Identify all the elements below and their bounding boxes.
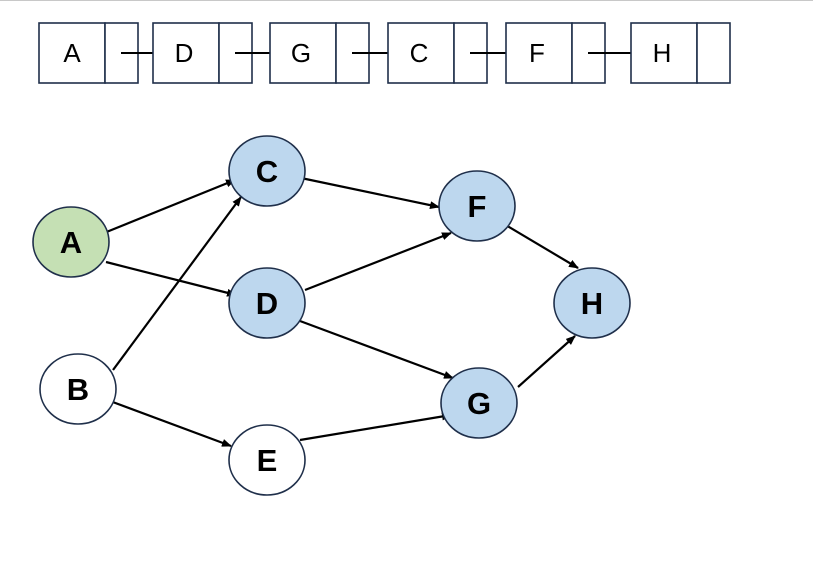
graph-node-label: H [581, 286, 603, 321]
list-node-label: D [175, 38, 194, 68]
edge-c-f [300, 176, 440, 210]
list-node-f: F [505, 22, 606, 84]
graph-node-label: F [468, 189, 487, 224]
list-node-pointer-cell [696, 22, 731, 84]
list-node-label: G [291, 38, 311, 68]
graph-node-circle [553, 267, 631, 339]
list-node-label: A [63, 38, 81, 68]
graph-node-circle [440, 367, 518, 439]
graph-node-label: C [256, 154, 278, 189]
edge-e-g [299, 412, 452, 442]
graph-node-circle [438, 170, 516, 242]
list-node-data-cell [630, 22, 698, 84]
graph-node-f: F [438, 170, 516, 242]
list-node-label: H [653, 38, 672, 68]
graph-node-circle [228, 424, 306, 496]
graph-node-d: D [228, 267, 306, 339]
edge-b-c [112, 196, 242, 371]
graph-node-c: C [228, 135, 306, 207]
graph-node-circle [39, 353, 117, 425]
list-node-data-cell [38, 22, 106, 84]
list-node-data-cell [505, 22, 573, 84]
edge-d-g [299, 319, 454, 380]
edge-b-e [109, 399, 232, 448]
graph-node-circle [228, 135, 306, 207]
edge-a-d [105, 260, 237, 297]
graph-node-label: E [257, 443, 278, 478]
graph-node-label: B [67, 372, 89, 407]
edge-g-h [517, 335, 576, 388]
graph-node-b: B [39, 353, 117, 425]
edge-a-c [103, 178, 236, 235]
graph-node-h: H [553, 267, 631, 339]
graph-node-g: G [440, 367, 518, 439]
graph-nodes: A B C D E F G H [32, 135, 631, 496]
graph-node-e: E [228, 424, 306, 496]
graph-node-label: A [60, 225, 82, 260]
graph-node-circle [228, 267, 306, 339]
graph-node-a: A [32, 206, 110, 278]
top-rule [0, 0, 813, 1]
list-node-label: C [410, 38, 429, 68]
graph-node-circle [32, 206, 110, 278]
list-node-label: F [529, 38, 545, 68]
graph-edges [103, 176, 579, 448]
list-node-h: H [630, 22, 731, 84]
graph-node-label: G [467, 386, 491, 421]
list-node-data-cell [269, 22, 337, 84]
edge-d-f [304, 231, 452, 292]
list-node-data-cell [152, 22, 220, 84]
graph-node-label: D [256, 286, 278, 321]
edge-f-h [503, 223, 579, 269]
